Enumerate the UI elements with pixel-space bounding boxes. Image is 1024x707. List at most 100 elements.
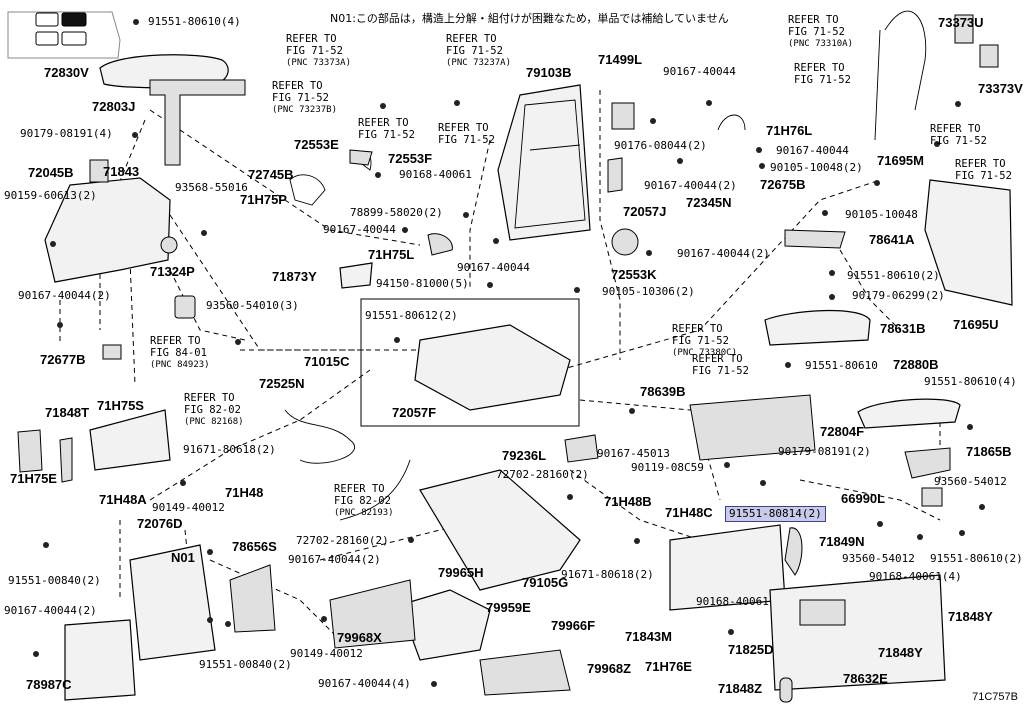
part-number-label[interactable]: 72675B [760,177,806,192]
part-number-label[interactable]: 90149-40012 [290,647,363,660]
part-number-label[interactable]: 72745B [248,167,294,182]
part-number-label[interactable]: 71848Y [948,609,993,624]
part-number-label[interactable]: 78641A [869,232,915,247]
part-number-label[interactable]: 72076D [137,516,183,531]
part-number-label[interactable]: 91551-00840(2) [199,658,292,671]
part-number-label[interactable]: 71865B [966,444,1012,459]
part-number-label[interactable]: 90105-10306(2) [602,285,695,298]
part-number-label[interactable]: 71H48C [665,505,713,520]
part-number-label[interactable]: 79236L [502,448,547,463]
part-number-label[interactable]: 72525N [259,376,305,391]
part-number-label[interactable]: 90167-40044(2) [644,179,737,192]
part-number-label[interactable]: 72057J [623,204,667,219]
part-number-label[interactable]: 93568-55016 [175,181,248,194]
part-number-label[interactable]: 72057F [392,405,437,420]
part-number-label[interactable]: 90167-40044 [776,144,849,157]
part-number-label[interactable]: 90167-40044 [663,65,736,78]
part-number-label[interactable]: 79965H [438,565,484,580]
part-number-label[interactable]: 72677B [40,352,86,367]
part-number-label[interactable]: 91551-80610(2) [930,552,1023,565]
part-number-label[interactable]: 79966F [551,618,596,633]
part-number-label[interactable]: 78987C [26,677,72,692]
part-number-label[interactable]: 90167-40044 [457,261,530,274]
part-number-label[interactable]: 78656S [232,539,277,554]
part-number-label[interactable]: 71825D [728,642,774,657]
part-number-label[interactable]: 71H76L [766,123,813,138]
part-number-label[interactable]: 91551-80610(4) [924,375,1017,388]
part-number-label[interactable]: 71H48A [99,492,147,507]
part-number-label[interactable]: 78899-58020(2) [350,206,443,219]
part-number-label[interactable]: 90168-40061 [696,595,769,608]
part-number-label[interactable]: 91551-00840(2) [8,574,101,587]
part-number-label[interactable]: 71695M [877,153,924,168]
part-number-label[interactable]: 91551-80610 [805,359,878,372]
part-number-label[interactable]: 71H75E [10,471,57,486]
part-number-label[interactable]: 71873Y [272,269,317,284]
part-number-label[interactable]: 90167-40044(2) [4,604,97,617]
part-number-label[interactable]: 90167-40044(2) [288,553,381,566]
part-number-label[interactable]: 71695U [953,317,999,332]
part-number-label[interactable]: 72702-28160(2) [296,534,389,547]
part-number-label[interactable]: 93560-54010(3) [206,299,299,312]
part-number-label[interactable]: 71849N [819,534,865,549]
part-number-label[interactable]: 90159-60613(2) [4,189,97,202]
part-number-label[interactable]: 72553K [611,267,657,282]
part-number-label[interactable]: 71H48 [225,485,264,500]
part-number-label[interactable]: 72045B [28,165,74,180]
part-number-label[interactable]: 78632E [843,671,888,686]
part-number-label[interactable]: 71843M [625,629,672,644]
part-number-label[interactable]: 71499L [598,52,643,67]
part-number-label[interactable]: 79105G [522,575,569,590]
part-number-label[interactable]: 90179-08191(2) [778,445,871,458]
part-number-label[interactable]: 91671-80618(2) [561,568,654,581]
part-number-label[interactable]: 94150-81000(5) [376,277,469,290]
part-number-label[interactable]: 90168-40061 [399,168,472,181]
part-number-label[interactable]: 71H76E [645,659,692,674]
part-number-label[interactable]: 78639B [640,384,686,399]
part-number-label[interactable]: 90119-08C59 [631,461,704,474]
part-number-label[interactable]: 90149-40012 [152,501,225,514]
part-number-label[interactable]: 72803J [92,99,136,114]
part-number-label[interactable]: 73373V [978,81,1023,96]
part-number-label[interactable]: 73373U [938,15,984,30]
part-number-label[interactable]: 72880B [893,357,939,372]
part-number-label[interactable]: 79959E [486,600,531,615]
part-number-label[interactable]: 90167-40044(2) [18,289,111,302]
part-number-label[interactable]: 78631B [880,321,926,336]
part-number-label[interactable]: 71H75S [97,398,144,413]
part-number-label[interactable]: 71848Y [878,645,923,660]
part-number-label[interactable]: 71843 [103,164,140,179]
part-number-label[interactable]: 71848Z [718,681,763,696]
part-number-label[interactable]: N01 [171,550,195,565]
part-number-label[interactable]: 72702-28160(2) [496,468,589,481]
part-number-label[interactable]: 79968X [337,630,382,645]
part-number-label[interactable]: 72553E [294,137,339,152]
part-number-label[interactable]: 66990L [841,491,886,506]
part-number-label[interactable]: 90167-45013 [597,447,670,460]
part-number-label[interactable]: 71324P [150,264,195,279]
part-number-label[interactable]: 93560-54012 [934,475,1007,488]
part-number-label[interactable]: 72830V [44,65,89,80]
part-number-label[interactable]: 90105-10048(2) [770,161,863,174]
part-number-label[interactable]: 91551-80610(2) [847,269,940,282]
part-number-label[interactable]: 79103B [526,65,572,80]
part-number-label[interactable]: 71015C [304,354,350,369]
part-number-label[interactable]: 72804F [820,424,865,439]
part-number-label[interactable]: 90105-10048 [845,208,918,221]
part-number-label[interactable]: 91671-80618(2) [183,443,276,456]
part-number-label[interactable]: 91551-80612(2) [365,309,458,322]
part-number-label[interactable]: 72553F [388,151,433,166]
